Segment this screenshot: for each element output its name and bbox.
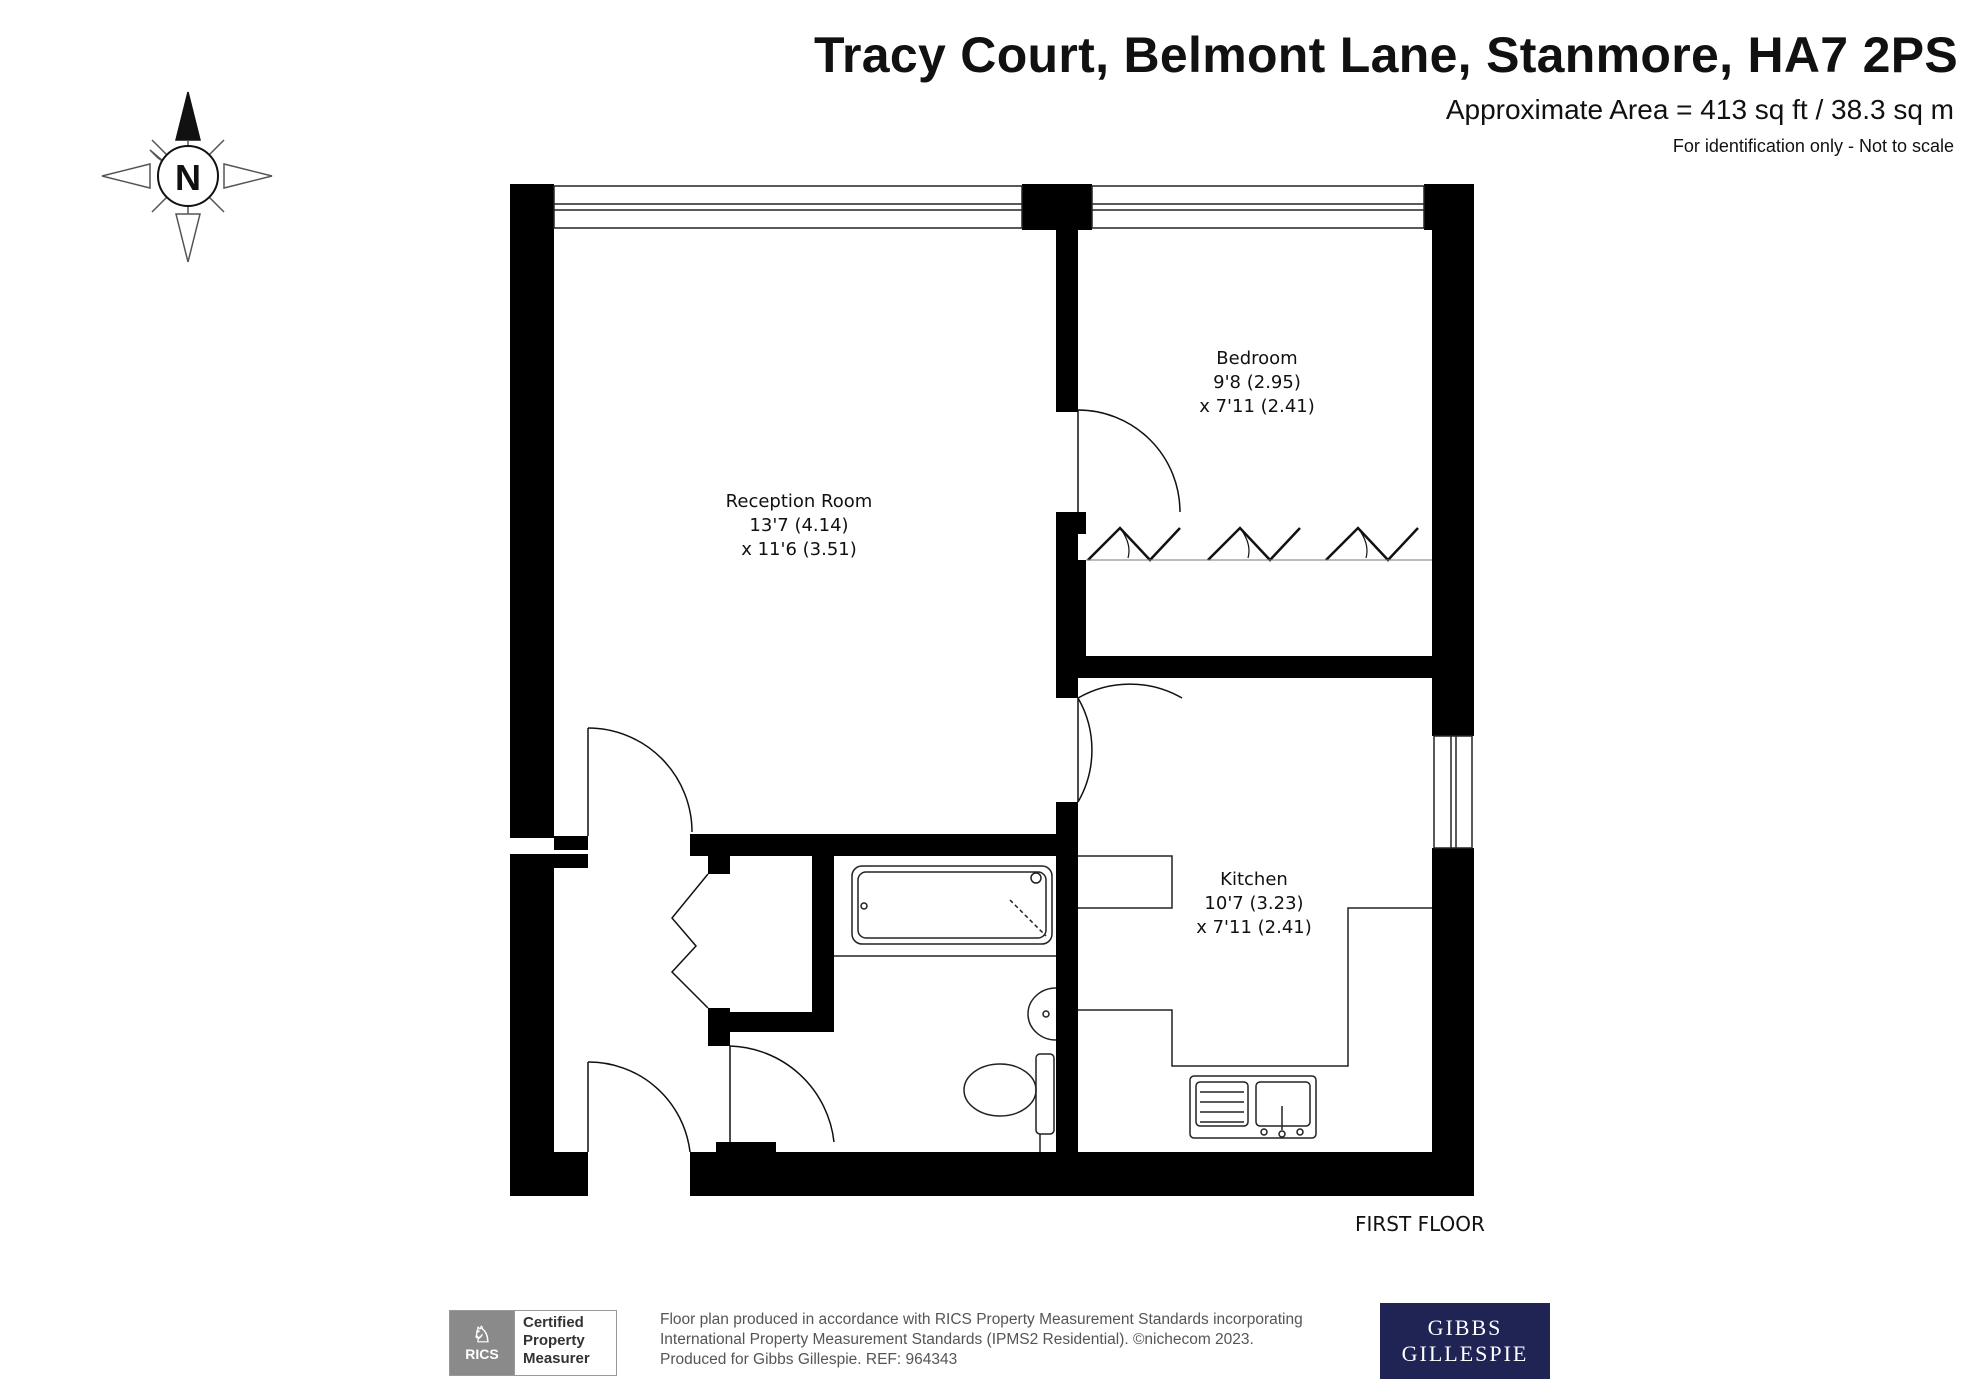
wall-cupboard-left-bottom — [708, 1008, 730, 1046]
wall-east-upper — [1432, 184, 1474, 736]
room-label-bedroom: Bedroom 9'8 (2.95) x 7'11 (2.41) — [1199, 347, 1315, 419]
washbasin-icon — [1027, 987, 1057, 1041]
wall-wardrobe-left — [1078, 560, 1086, 656]
logo-line2: GILLESPIE — [1401, 1341, 1529, 1366]
door-bathroom — [729, 1045, 835, 1143]
scale-disclaimer: For identification only - Not to scale — [1672, 136, 1954, 156]
wall-bathroom-north — [690, 834, 1056, 856]
rics-lion-icon: ♘ — [472, 1322, 492, 1347]
room-dim1-kitchen: 10'7 (3.23) — [1204, 893, 1304, 914]
doors — [587, 409, 1183, 1153]
bathtub-icon — [851, 865, 1053, 945]
wall-wardrobe-top-stub — [1078, 512, 1086, 534]
wall-west-stub-upper — [554, 836, 588, 850]
wall-west-lower — [510, 854, 554, 1196]
wall-bathroom-west — [812, 856, 834, 1020]
property-address: Tracy Court, Belmont Lane, Stanmore, HA7… — [813, 27, 1958, 83]
door-bedroom — [1077, 409, 1181, 513]
kitchen-sink-icon — [1189, 1075, 1317, 1139]
agency-logo: GIBBS GILLESPIE — [1380, 1303, 1550, 1379]
wall-partition-mid — [1056, 512, 1078, 698]
room-name-bedroom: Bedroom — [1216, 348, 1298, 369]
rics-logo: ♘ RICS — [450, 1311, 514, 1375]
footer-note: Floor plan produced in accordance with R… — [660, 1310, 1380, 1370]
logo-line1: GIBBS — [1427, 1315, 1503, 1340]
rics-line2: Property — [523, 1332, 585, 1349]
door-kitchen — [1077, 683, 1183, 803]
kitchen-worktop-island — [1078, 907, 1432, 1067]
footer-note-line3: Produced for Gibbs Gillespie. REF: 96434… — [660, 1351, 958, 1368]
wall-wardrobe-base — [1078, 656, 1432, 678]
wall-entrance-left — [554, 1152, 588, 1196]
compass-north-label: N — [175, 157, 201, 198]
footer-note-line2: International Property Measurement Stand… — [660, 1331, 1254, 1348]
room-label-kitchen: Kitchen 10'7 (3.23) x 7'11 (2.41) — [1196, 868, 1312, 940]
kitchen-worktop-top — [1078, 855, 1173, 909]
room-dim2-reception: x 11'6 (3.51) — [741, 539, 857, 560]
door-entrance-hall — [587, 727, 693, 836]
rics-line1: Certified — [523, 1314, 584, 1331]
approximate-area: Approximate Area = 413 sq ft / 38.3 sq m — [1445, 94, 1954, 125]
compass-icon — [101, 91, 273, 263]
window-reception — [553, 185, 1023, 229]
rics-mark-text: RICS — [465, 1346, 499, 1362]
wall-bath-door-stub — [716, 1142, 776, 1152]
rics-line3: Measurer — [523, 1350, 590, 1367]
wall-cupboard-left-top — [708, 856, 730, 874]
wall-south — [690, 1152, 1474, 1196]
wall-west-upper — [510, 184, 554, 838]
window-kitchen — [1433, 735, 1473, 849]
floor-label: FIRST FLOOR — [1355, 1212, 1485, 1236]
wall-cupboard-bottom — [730, 1012, 834, 1032]
rics-certification: Certified Property Measurer — [514, 1311, 616, 1375]
door-cupboard — [670, 873, 709, 1009]
room-dim1-reception: 13'7 (4.14) — [749, 515, 849, 536]
room-label-reception: Reception Room 13'7 (4.14) x 11'6 (3.51) — [726, 490, 873, 562]
wardrobe — [1086, 526, 1432, 562]
windows — [553, 185, 1473, 849]
bathroom-fittings — [834, 865, 1057, 1152]
door-entrance — [587, 1061, 691, 1153]
room-dim2-bedroom: x 7'11 (2.41) — [1199, 396, 1315, 417]
wall-west-stub-lower — [554, 854, 588, 868]
kitchen-fittings — [1078, 855, 1432, 1139]
room-dim2-kitchen: x 7'11 (2.41) — [1196, 917, 1312, 938]
walls — [510, 184, 1474, 1196]
window-bedroom — [1091, 185, 1425, 229]
footer-note-line1: Floor plan produced in accordance with R… — [660, 1311, 1303, 1328]
wall-east-lower — [1432, 848, 1474, 1196]
rics-badge: ♘ RICS Certified Property Measurer — [449, 1310, 617, 1376]
room-name-kitchen: Kitchen — [1220, 869, 1288, 890]
room-name-reception: Reception Room — [725, 491, 873, 512]
toilet-icon — [963, 1053, 1055, 1135]
wall-partition-low — [1056, 802, 1078, 1196]
room-dim1-bedroom: 9'8 (2.95) — [1213, 372, 1301, 393]
wall-partition-top — [1056, 184, 1078, 412]
